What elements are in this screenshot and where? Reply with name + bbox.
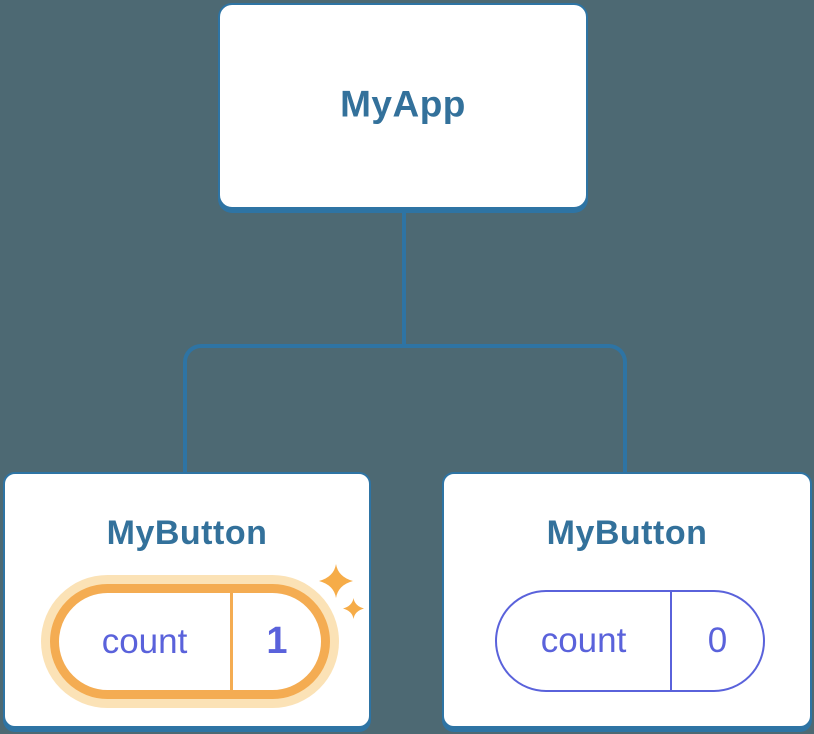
branch-connector bbox=[183, 344, 627, 474]
state-value: 1 bbox=[230, 593, 321, 690]
root-card-label: MyApp bbox=[340, 83, 466, 125]
sparkle-icon-small bbox=[343, 598, 364, 619]
root-card-myapp: MyApp bbox=[218, 3, 588, 209]
child-card-mybutton-left: MyButton count 1 bbox=[3, 472, 371, 728]
count-state-pill-plain: count 0 bbox=[495, 590, 765, 692]
root-connector-line bbox=[402, 210, 406, 346]
child-card-mybutton-right: MyButton count 0 bbox=[442, 472, 812, 728]
state-value: 0 bbox=[670, 592, 763, 690]
count-state-pill-highlighted: count 1 bbox=[50, 584, 330, 699]
child-card-title: MyButton bbox=[106, 514, 268, 552]
child-card-title: MyButton bbox=[546, 514, 708, 552]
state-key-label: count bbox=[540, 621, 627, 660]
sparkle-icon-large bbox=[319, 564, 353, 598]
state-key-label: count bbox=[101, 621, 188, 661]
